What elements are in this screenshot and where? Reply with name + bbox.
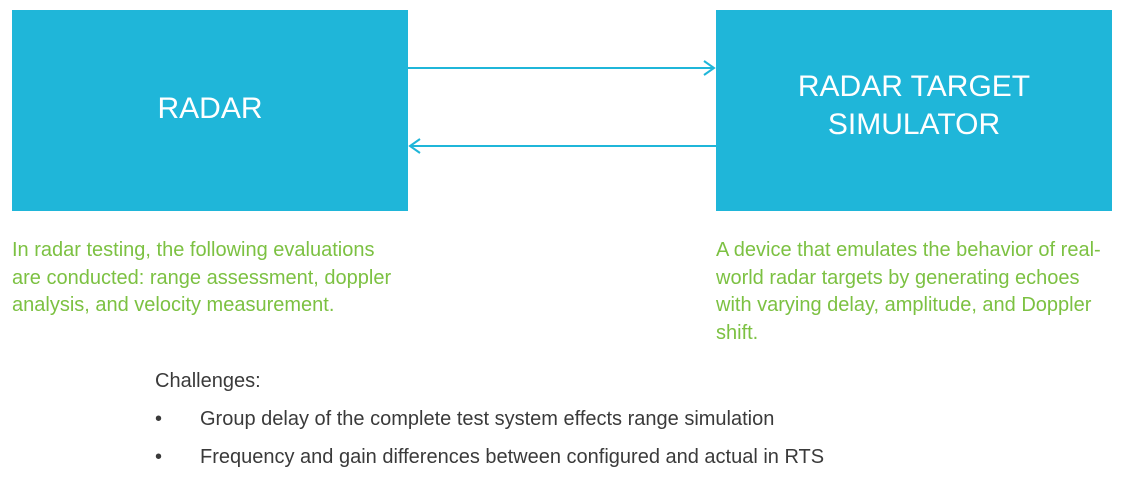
challenge-item-text: Frequency and gain differences between c… <box>200 446 825 468</box>
bullet-icon: • <box>155 446 163 468</box>
arrow-radar-to-rts <box>408 60 716 76</box>
radar-target-simulator-box: RADAR TARGET SIMULATOR <box>716 10 1112 211</box>
signal-arrows <box>408 60 716 154</box>
challenge-item: • Frequency and gain differences between… <box>155 444 1055 471</box>
radar-box-label: RADAR <box>157 91 263 125</box>
bullet-icon: • <box>155 408 163 430</box>
challenge-item: • Group delay of the complete test syste… <box>155 406 1055 433</box>
radar-box: RADAR <box>12 10 408 211</box>
rts-description: A device that emulates the behavior of r… <box>716 239 1101 344</box>
challenges-title: Challenges: <box>155 370 261 392</box>
rts-box-label: RADAR TARGET SIMULATOR <box>797 69 1031 141</box>
challenge-item-text: Group delay of the complete test system … <box>200 408 775 430</box>
arrow-rts-to-radar <box>408 138 716 154</box>
challenges-section: Challenges: • Group delay of the complet… <box>155 368 1055 471</box>
challenges-list: • Group delay of the complete test syste… <box>155 406 1055 471</box>
radar-description: In radar testing, the following evaluati… <box>12 239 392 316</box>
